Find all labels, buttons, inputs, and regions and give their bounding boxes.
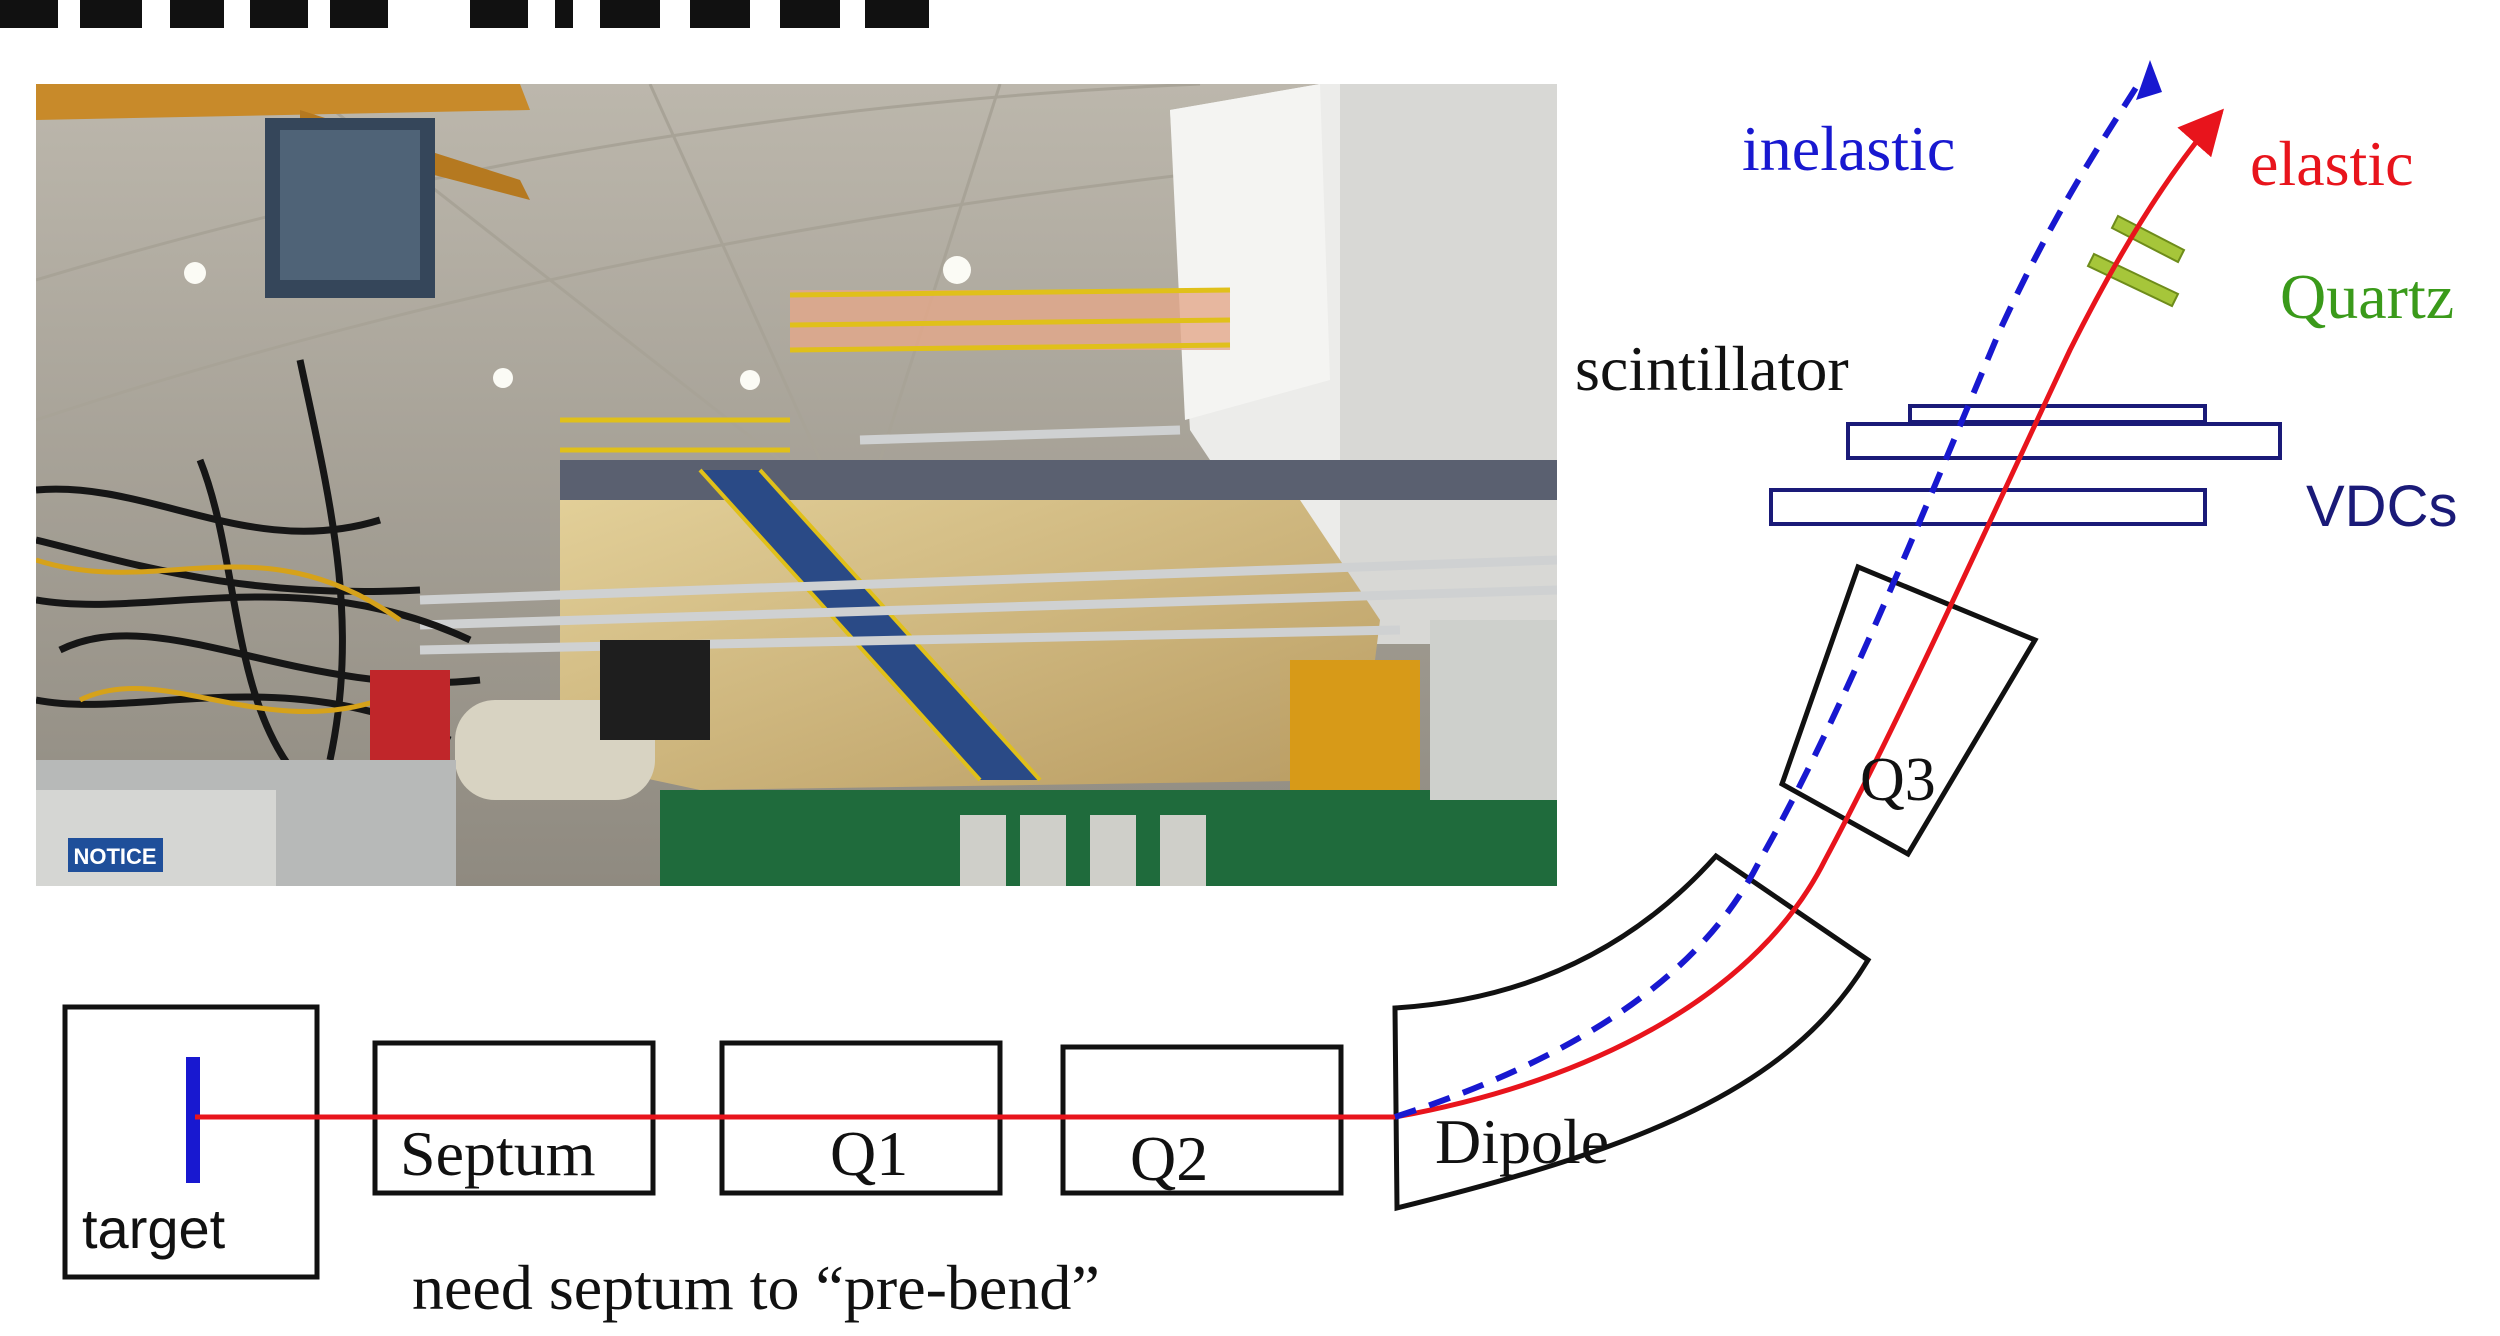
hall-photo: NOTICE [36,84,1557,886]
ceiling-light [740,370,760,390]
caption-septum-prebend: need septum to “pre-bend” [412,1252,1100,1323]
label-vdcs: VDCs [2306,474,2457,539]
ceiling-light [184,262,206,284]
trajectories [195,60,2224,1120]
target-bar [186,1057,200,1183]
q3-magnet [1778,563,2039,858]
vdc-planes [1769,404,2282,526]
label-quartz: Quartz [2280,261,2454,332]
label-q1: Q1 [830,1118,908,1189]
label-inelastic: inelastic [1742,113,1955,184]
header-title-fragment [0,0,929,28]
diagram-labels: inelastic elastic Quartz scintillator VD… [82,113,2457,1323]
label-elastic: elastic [2250,128,2413,199]
quartz-detector [2086,214,2186,308]
label-q3: Q3 [1860,746,1936,814]
notice-sign-text: NOTICE [73,844,156,869]
label-q2: Q2 [1130,1123,1208,1194]
inelastic-trajectory [1394,76,2145,1120]
notice-sign [68,838,163,872]
ceiling-light [493,368,513,388]
label-target: target [82,1197,226,1260]
elastic-trajectory [1394,108,2224,1120]
ceiling-light [943,256,971,284]
vdc-plane-lower [1769,488,2207,526]
q2-magnet [1060,1044,1344,1196]
dipole-magnet [1392,852,1872,1212]
label-septum: Septum [400,1118,596,1189]
inelastic-arrow-icon [2136,60,2162,100]
label-scintillator: scintillator [1575,333,1849,404]
target-chamber [62,1004,320,1280]
scintillator-plane [1908,404,2207,424]
label-dipole: Dipole [1435,1106,1609,1177]
vdc-plane-upper [1846,422,2282,460]
spectrometer-magnets [62,563,2039,1280]
